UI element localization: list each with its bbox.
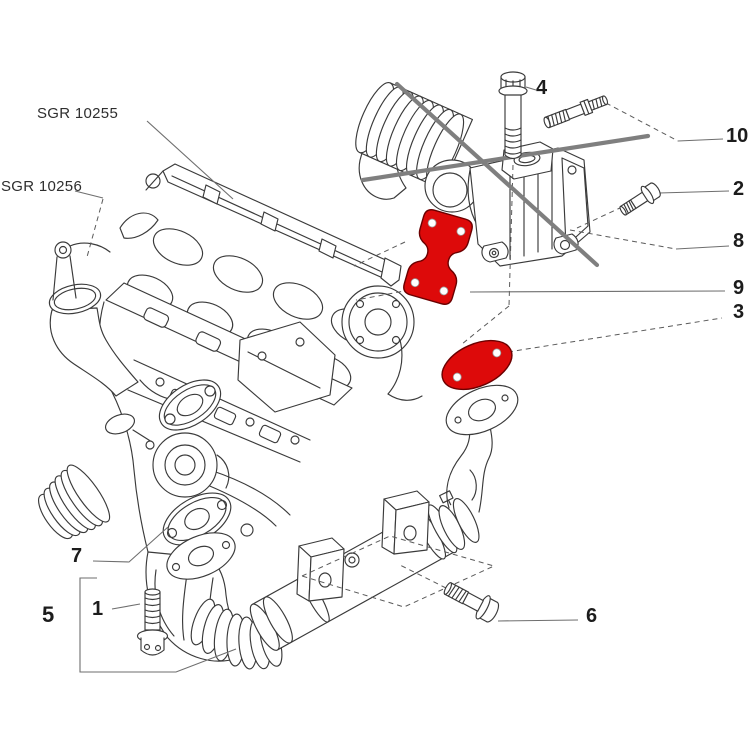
bolt-6-drawing <box>443 582 500 623</box>
group-5-bracket <box>79 577 237 673</box>
egr-blanking-plate-highlighted[interactable] <box>402 208 474 306</box>
air-inlet-elbow-drawing <box>48 241 139 397</box>
callout-1[interactable]: 1 <box>92 598 104 620</box>
callout-7[interactable]: 7 <box>71 545 83 567</box>
turbocharger-drawing <box>38 379 230 540</box>
cylinder-head-drawing <box>98 301 423 537</box>
bolt-1-drawing <box>136 588 169 656</box>
egr-pipe-assembly-drawing <box>181 384 519 670</box>
pipe-bracket-b-drawing <box>381 490 430 555</box>
hose-clamp-drawing <box>438 490 480 550</box>
egr-rigid-pipe-drawing <box>249 504 458 651</box>
dashed-axis-lines <box>86 164 623 608</box>
callout-10[interactable]: 10 <box>726 125 749 147</box>
callout-9[interactable]: 9 <box>733 277 745 299</box>
pipe-flange-under-gasket-drawing <box>166 532 236 580</box>
pipe-bracket-a-drawing <box>296 537 345 602</box>
callout-8[interactable]: 8 <box>733 230 745 252</box>
sgr-label-10256: SGR 10256 <box>1 178 83 195</box>
callout-5[interactable]: 5 <box>42 602 55 627</box>
leader-lines <box>74 86 730 673</box>
fuel-rail-drawing <box>145 163 402 287</box>
cross-out-lines <box>360 81 651 268</box>
egr-pipe-flange-drawing <box>445 384 519 436</box>
callout-2[interactable]: 2 <box>733 178 745 200</box>
egr-pipe-blanking-plate-highlighted[interactable] <box>435 331 520 399</box>
callout-3[interactable]: 3 <box>733 301 745 323</box>
egr-upper-pipe-drawing <box>446 425 493 513</box>
bolt-4-drawing <box>498 71 528 160</box>
callout-4[interactable]: 4 <box>536 77 548 99</box>
sgr-label-10255: SGR 10255 <box>37 105 119 122</box>
callout-6[interactable]: 6 <box>586 605 598 627</box>
bolt-2-drawing <box>619 182 661 216</box>
stud-10-drawing <box>543 95 609 129</box>
gasket-7-drawing <box>162 492 232 546</box>
